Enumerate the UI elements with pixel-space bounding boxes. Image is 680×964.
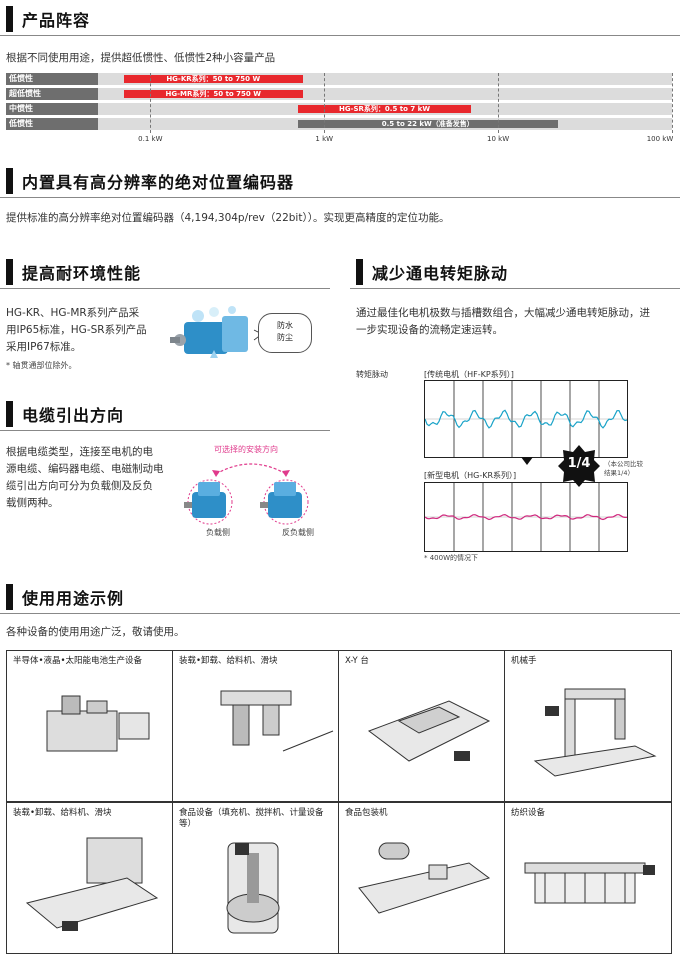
conventional-motor-label: [传统电机（HF-KP系列）]: [424, 370, 514, 379]
down-arrow-icon: [521, 457, 533, 465]
lineup-desc: 根据不同使用用途，提供超低惯性、低惯性2种小容量产品: [6, 52, 276, 64]
chart-tick-label: 1 kW: [315, 135, 334, 143]
section-header-lineup: 产品阵容: [0, 2, 680, 36]
xy-table-icon: [367, 700, 491, 762]
ratio-badge: [558, 445, 600, 487]
textile-machine-icon: [524, 862, 655, 904]
section-title: 使用用途示例: [22, 589, 125, 608]
conveyor-icon: [25, 837, 159, 931]
section-title: 提高耐环境性能: [22, 264, 142, 283]
robot-arm-icon: [533, 688, 657, 777]
application-card: 装载•卸载、给料机、滑块: [6, 802, 174, 954]
env-desc: HG-KR、HG-MR系列产品采 用IP65标准，HG-SR系列产品 采用IP6…: [6, 307, 147, 353]
chart-row-track: HG-KR系列：50 to 750 W: [98, 73, 672, 85]
chart-range-bar: HG-SR系列：0.5 to 7 kW: [297, 105, 472, 113]
ratio-value: 1/4: [567, 456, 591, 471]
chart-row-label: 低惯性: [6, 73, 98, 85]
chart-row-label: 中惯性: [6, 103, 98, 115]
conventional-waveform: [424, 380, 628, 458]
section-bar: [6, 6, 13, 32]
application-label: 装载•卸载、给料机、滑块: [179, 656, 278, 666]
chart-row-track: 0.5 to 22 kW（准备发售）: [98, 118, 672, 130]
ripple-footnote: * 400W的情况下: [424, 554, 479, 562]
section-header-ripple: 减少通电转矩脉动: [350, 255, 680, 289]
ripple-wave-line: [424, 409, 628, 429]
application-label: 半导体•液晶•太阳能电池生产设备: [13, 656, 143, 666]
chart-row-track: HG-SR系列：0.5 to 7 kW: [98, 103, 672, 115]
chart-gridline: [324, 73, 326, 133]
chart-range-bar: HG-MR系列：50 to 750 W: [124, 90, 303, 98]
application-card: 机械手: [504, 650, 672, 802]
application-label: 装载•卸载、给料机、滑块: [13, 808, 112, 818]
section-title: 减少通电转矩脉动: [372, 264, 509, 283]
chart-range-bar: HG-KR系列：50 to 750 W: [124, 75, 303, 83]
application-label: 纺织设备: [511, 808, 546, 818]
chart-row-label: 超低惯性: [6, 88, 98, 100]
section-title: 内置具有高分辨率的绝对位置编码器: [22, 173, 295, 192]
application-card: X-Y 台: [338, 650, 506, 802]
ripple-wave-line: [424, 513, 628, 521]
section-title: 产品阵容: [22, 11, 91, 30]
application-label: 机械手: [511, 656, 537, 666]
section-header-cable: 电缆引出方向: [0, 397, 330, 431]
new-waveform: [424, 482, 628, 552]
apps-desc: 各种设备的使用用途广泛，敬请使用。: [6, 626, 185, 638]
mount-direction-label: 可选择的安装方向: [214, 445, 278, 454]
application-label: 食品包装机: [345, 808, 388, 818]
cable-desc: 根据电缆类型，连接至电机的电 源电缆、编码器电缆、电磁制动电 缆引出方向可分为负…: [6, 446, 164, 509]
section-header-env: 提高耐环境性能: [0, 255, 330, 289]
cable-direction-illustration: [184, 463, 309, 525]
load-side-label: 负载侧: [206, 528, 230, 537]
env-note: * 轴贯通部位除外。: [6, 361, 77, 370]
chart-tick-label: 0.1 kW: [138, 135, 163, 143]
waterproof-motor-icon: [170, 306, 263, 358]
encoder-desc: 提供标准的高分辨率绝对位置编码器（4,194,304p/rev（22bit））。…: [6, 212, 450, 224]
application-card: 纺织设备: [504, 802, 672, 954]
chart-gridline: [672, 73, 673, 133]
application-label: 食品设备（填充机、搅拌机、计量设备等）: [179, 808, 324, 829]
application-card: 食品包装机: [338, 802, 506, 954]
gantry-loader-icon: [220, 690, 334, 752]
new-motor-label: [新型电机（HG-KR系列）]: [424, 471, 517, 480]
mixer-icon: [226, 842, 280, 934]
application-card: 装载•卸载、给料机、滑块: [172, 650, 340, 802]
chart-gridline: [150, 73, 152, 133]
application-label: X-Y 台: [345, 656, 369, 666]
ratio-note: （本公司比较 结果1/4）: [604, 460, 643, 477]
chart-range-bar: 0.5 to 22 kW（准备发售）: [297, 120, 558, 128]
ripple-desc: 通过最佳化电机极数与插槽数组合，大幅减少通电转矩脉动，进 一步实现设备的流畅定速…: [356, 307, 650, 336]
application-card: 半导体•液晶•太阳能电池生产设备: [6, 650, 174, 802]
application-card: 食品设备（填充机、搅拌机、计量设备等）: [172, 802, 340, 954]
chart-tick-label: 10 kW: [487, 135, 510, 143]
chart-row-track: HG-MR系列：50 to 750 W: [98, 88, 672, 100]
packaging-machine-icon: [358, 842, 491, 914]
chart-gridline: [498, 73, 500, 133]
section-header-encoder: 内置具有高分辨率的绝对位置编码器: [0, 164, 680, 198]
waterproof-callout: 防水 防尘: [258, 313, 312, 353]
chart-tick-label: 100 kW: [646, 135, 674, 143]
section-header-apps: 使用用途示例: [0, 580, 680, 614]
torque-ripple-label: 转矩脉动: [356, 370, 388, 379]
factory-line-icon: [46, 695, 150, 752]
anti-load-side-label: 反负载侧: [282, 528, 314, 537]
chart-row-label: 低惯性: [6, 118, 98, 130]
section-title: 电缆引出方向: [22, 406, 125, 425]
